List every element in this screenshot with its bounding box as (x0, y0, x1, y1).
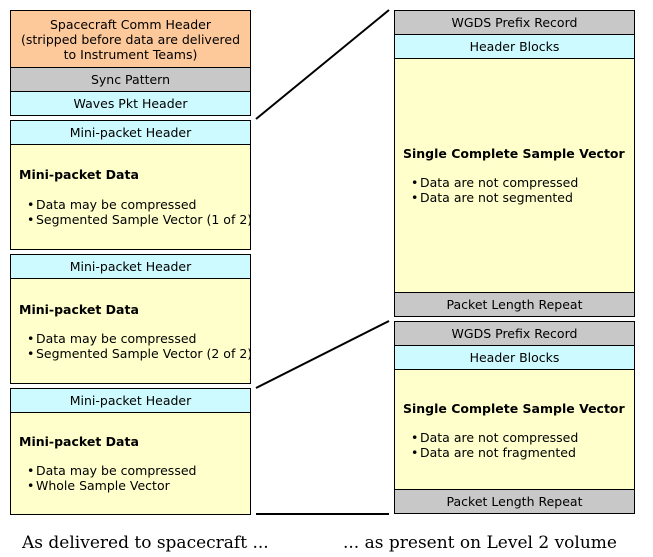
sample-vector-bullets-1: Data are not compressed Data are not seg… (411, 175, 578, 205)
mini-packet-data-title-2: Mini-packet Data (19, 302, 139, 317)
sample-vector-data-1: Single Complete Sample Vector Data are n… (394, 58, 635, 293)
mini-packet-data-title-1: Mini-packet Data (19, 167, 139, 182)
sample-vector-data-2: Single Complete Sample Vector Data are n… (394, 369, 635, 490)
list-item: Data are not fragmented (411, 445, 578, 460)
caption-left: As delivered to spacecraft ... (22, 533, 269, 553)
mini-packet-data-bullets-2: Data may be compressed Segmented Sample … (27, 331, 252, 361)
list-item: Data may be compressed (27, 463, 196, 478)
packet-length-repeat-1: Packet Length Repeat (394, 292, 635, 317)
connector-line-top (255, 9, 390, 120)
list-item: Segmented Sample Vector (1 of 2) (27, 212, 252, 227)
list-item: Whole Sample Vector (27, 478, 196, 493)
header-blocks-2: Header Blocks (394, 345, 635, 370)
caption-right: ... as present on Level 2 volume (343, 533, 617, 553)
mini-packet-data-1: Mini-packet Data Data may be compressed … (10, 144, 252, 250)
mini-packet-data-3: Mini-packet Data Data may be compressed … (10, 412, 251, 515)
sync-pattern: Sync Pattern (10, 67, 251, 92)
list-item: Segmented Sample Vector (2 of 2) (27, 346, 252, 361)
mini-packet-data-bullets-3: Data may be compressed Whole Sample Vect… (27, 463, 196, 493)
mini-packet-header-3: Mini-packet Header (10, 388, 251, 413)
list-item: Data are not segmented (411, 190, 578, 205)
spacecraft-comm-header: Spacecraft Comm Header (stripped before … (10, 10, 251, 68)
list-item: Data may be compressed (27, 197, 252, 212)
sample-vector-title-1: Single Complete Sample Vector (403, 146, 625, 161)
sample-vector-bullets-2: Data are not compressed Data are not fra… (411, 430, 578, 460)
mini-packet-header-2: Mini-packet Header (10, 254, 251, 279)
packet-length-repeat-2: Packet Length Repeat (394, 489, 635, 514)
wgds-prefix-record-1: WGDS Prefix Record (394, 10, 635, 35)
waves-pkt-header: Waves Pkt Header (10, 91, 251, 116)
wgds-prefix-record-2: WGDS Prefix Record (394, 321, 635, 346)
mini-packet-data-2: Mini-packet Data Data may be compressed … (10, 278, 252, 384)
list-item: Data may be compressed (27, 331, 252, 346)
list-item: Data are not compressed (411, 175, 578, 190)
mini-packet-data-bullets-1: Data may be compressed Segmented Sample … (27, 197, 252, 227)
sample-vector-title-2: Single Complete Sample Vector (403, 401, 625, 416)
mini-packet-data-title-3: Mini-packet Data (19, 434, 139, 449)
list-item: Data are not compressed (411, 430, 578, 445)
connector-line-middle (255, 320, 390, 389)
mini-packet-header-1: Mini-packet Header (10, 120, 251, 145)
header-blocks-1: Header Blocks (394, 34, 635, 59)
